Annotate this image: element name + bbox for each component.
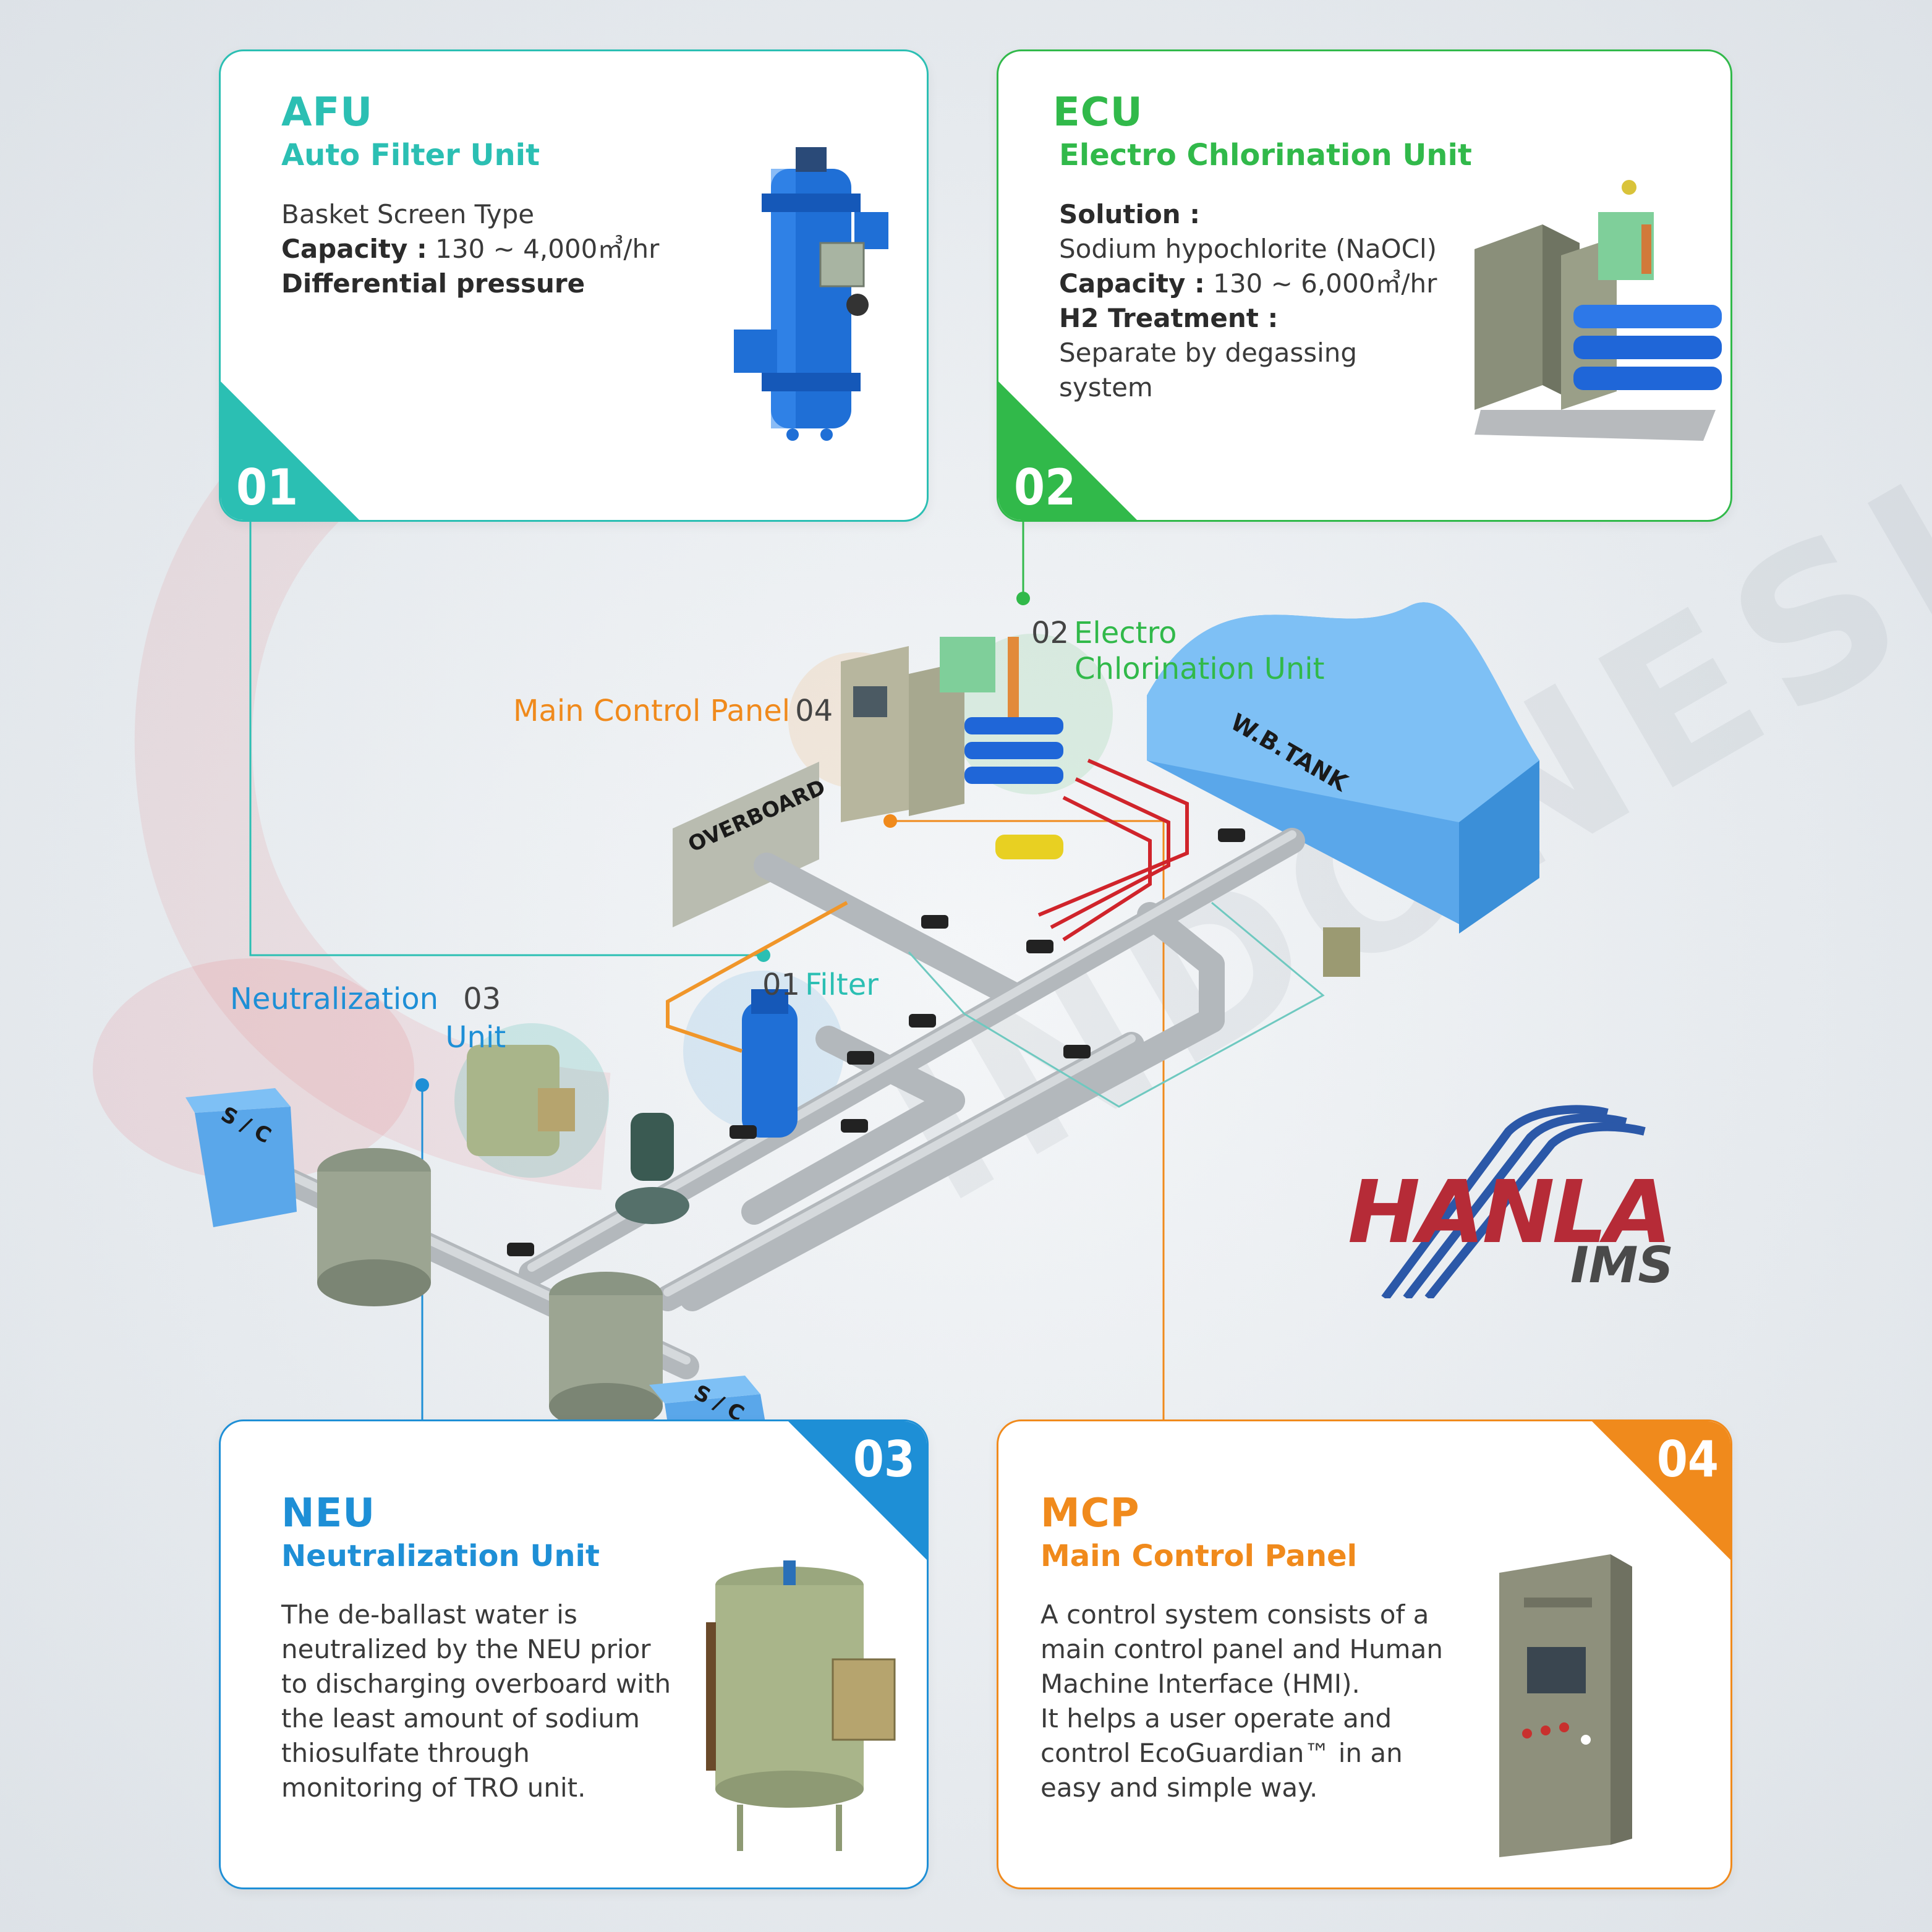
afu-abbr: AFU [281,90,373,135]
mcp-panel-illustration [1499,1554,1632,1857]
hanla-stripes-icon [1381,1105,1646,1298]
ims-text: IMS [1570,1236,1674,1294]
ecu-name: Electro Chlorination Unit [1059,138,1472,172]
afu-number: 01 [236,459,299,516]
ecu-illustration [1475,180,1722,441]
diagram-filter-number: 01 [762,968,801,1002]
neu-illustration [706,1560,896,1851]
neu-number: 03 [853,1431,915,1488]
ecu-specs: Solution : Sodium hypochlorite (NaOCl) C… [1059,197,1455,405]
mcp-name: Main Control Panel [1040,1539,1358,1573]
ecu-solution-value: Sodium hypochlorite (NaOCl) [1059,234,1437,264]
afu-specs: Basket Screen Type Capacity : 130 ~ 4,00… [281,197,665,301]
ecu-abbr: ECU [1053,90,1143,135]
mcp-abbr: MCP [1040,1491,1140,1536]
ecu-number-tab: 02 [998,380,1139,520]
neu-description: The de-ballast water is neutralized by t… [281,1599,671,1803]
ecu-h2-value: Separate by degassing system [1059,338,1358,402]
ecu-h2-label: H2 Treatment : [1059,303,1279,333]
ecu-capacity-label: Capacity : [1059,268,1205,299]
neu-card: NEU Neutralization Unit The de-ballast w… [219,1419,929,1889]
afu-type: Basket Screen Type [281,199,535,229]
diagram-neu-number: 03 [463,982,501,1016]
neu-abbr: NEU [281,1491,376,1536]
neu-name: Neutralization Unit [281,1539,600,1573]
auto-filter-illustration [734,147,888,441]
diagram-ecu-number: 02 [1031,616,1070,650]
afu-name: Auto Filter Unit [281,138,540,172]
mcp-number: 04 [1656,1431,1719,1488]
mcp-card: MCP Main Control Panel A control system … [997,1419,1732,1889]
ecu-card: ECU Electro Chlorination Unit Solution :… [997,49,1732,522]
mcp-description: A control system consists of a main cont… [1040,1598,1461,1805]
neu-number-tab: 03 [786,1421,927,1562]
afu-capacity-value: 130 ~ 4,000㎥/hr [435,234,660,264]
ecu-solution-label: Solution : [1059,199,1201,229]
mcp-number-tab: 04 [1590,1421,1730,1562]
mcp-description-1: A control system consists of a main cont… [1040,1599,1443,1699]
mcp-description-2: It helps a user operate and control EcoG… [1040,1703,1403,1803]
hanla-ims-logo: HANLA IMS [1348,1094,1719,1298]
diagram-mcp-number: 04 [795,694,833,728]
afu-capacity-label: Capacity : [281,234,427,264]
ecu-capacity-value: 130 ~ 6,000㎥/hr [1213,268,1437,299]
ecu-capacity: Capacity : 130 ~ 6,000㎥/hr [1059,266,1455,301]
afu-card: AFU Auto Filter Unit Basket Screen Type … [219,49,929,522]
afu-number-tab: 01 [221,380,361,520]
ecu-number: 02 [1014,459,1076,516]
afu-capacity: Capacity : 130 ~ 4,000㎥/hr [281,232,665,266]
hanla-brand: HANLA [1348,1162,1672,1263]
afu-pressure: Differential pressure [281,268,585,299]
